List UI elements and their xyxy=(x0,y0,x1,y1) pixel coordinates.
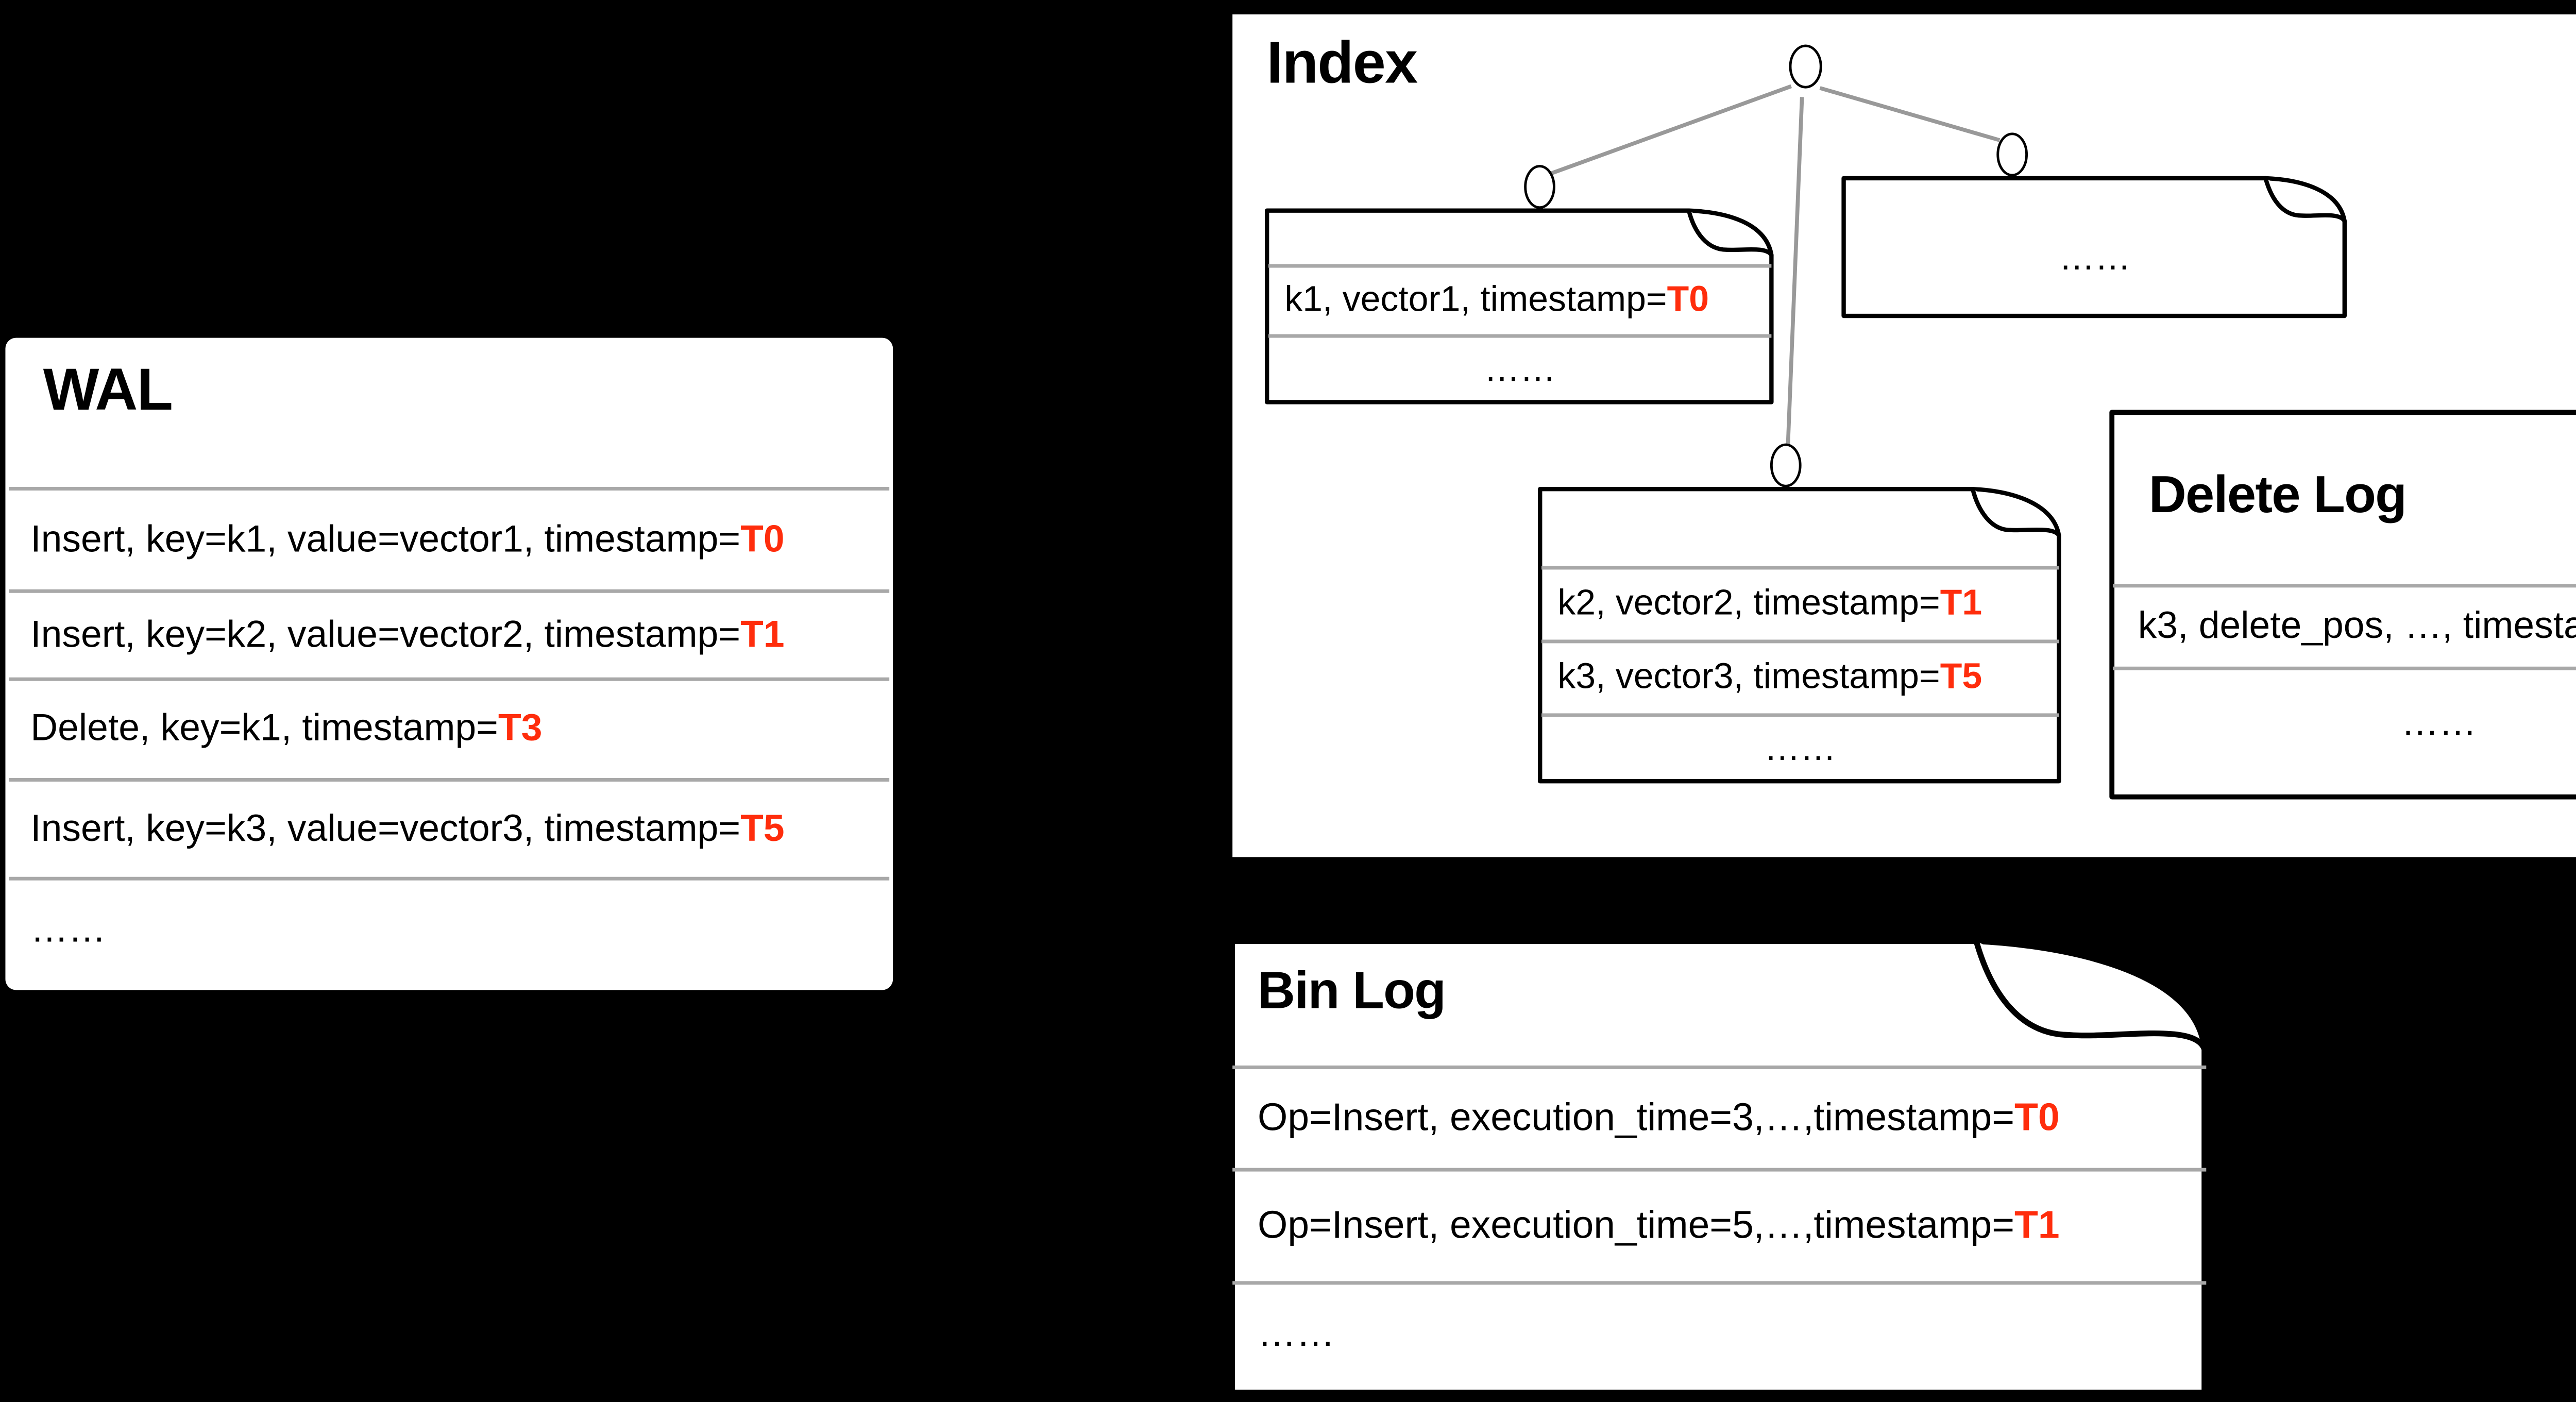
row-divider xyxy=(9,778,890,783)
row-divider xyxy=(1268,334,1772,339)
timestamp-value: T3 xyxy=(498,707,543,750)
tree-node xyxy=(1770,443,1802,487)
segment-entry-text: k3, vector3, timestamp= xyxy=(1557,657,1940,698)
row-divider xyxy=(9,589,890,594)
segment-entry-ellipsis: …… xyxy=(1538,717,2062,783)
timestamp-value: T0 xyxy=(740,518,785,560)
ellipsis-text: …… xyxy=(2401,702,2477,744)
row-divider xyxy=(9,487,890,492)
segment-doc-content: k1, vector1, timestamp=T0 …… xyxy=(1265,209,1775,404)
document-outline xyxy=(1841,176,2347,318)
bin-log-entry-ellipsis: …… xyxy=(1229,1285,2210,1383)
wal-log-entry: Delete, key=k1, timestamp=T3 xyxy=(5,681,893,778)
segment-entry-text: k2, vector2, timestamp= xyxy=(1557,584,1940,624)
ellipsis-text: …… xyxy=(1484,350,1556,390)
delete-log-title: Delete Log xyxy=(2148,467,2407,525)
bin-log-entry: Op=Insert, execution_time=3,…,timestamp=… xyxy=(1229,1069,2210,1168)
index-title: Index xyxy=(1266,28,1418,95)
document-outline xyxy=(2109,410,2576,800)
row-divider xyxy=(1541,713,2059,718)
timestamp-value: T0 xyxy=(1667,280,1709,320)
tree-edge xyxy=(1785,97,1804,453)
timestamp-value: T1 xyxy=(1940,584,1982,624)
index-segment-doc-3: k2, vector2, timestamp=T1 k3, vector3, t… xyxy=(1538,487,2062,784)
segment-doc-content: …… xyxy=(1841,176,2348,318)
delete-log-doc: Delete Log k3, delete_pos, …, timestamp=… xyxy=(2109,410,2576,800)
wal-log-entry: Insert, key=k3, value=vector3, timestamp… xyxy=(5,782,893,877)
row-divider xyxy=(1541,639,2059,644)
wal-panel: WAL Insert, key=k1, value=vector1, times… xyxy=(5,337,893,990)
wal-entry-text: Insert, key=k2, value=vector2, timestamp… xyxy=(30,613,741,655)
timestamp-value: T1 xyxy=(2014,1204,2060,1247)
document-outline xyxy=(1229,938,2208,1396)
row-divider xyxy=(1232,1281,2207,1286)
index-panel: Index k1, vector1, timestamp=T0 xyxy=(1232,14,2576,857)
document-outline xyxy=(1538,487,2061,784)
ellipsis-text: …… xyxy=(1258,1311,1335,1355)
index-segment-doc-2: …… xyxy=(1841,176,2348,318)
index-segment-doc-1: k1, vector1, timestamp=T0 …… xyxy=(1264,208,1775,404)
wal-entry-text: Insert, key=k1, value=vector1, timestamp… xyxy=(30,518,741,560)
ellipsis-text: …… xyxy=(30,908,106,950)
wal-entry-text: Insert, key=k3, value=vector3, timestamp… xyxy=(30,807,741,849)
segment-entry: k3, vector3, timestamp=T5 xyxy=(1538,643,2062,713)
row-divider xyxy=(2112,666,2576,671)
page-shape xyxy=(1229,938,2208,1396)
row-divider xyxy=(9,677,890,682)
page-shape xyxy=(2109,410,2576,800)
tree-edge xyxy=(1819,86,2001,142)
tree-edge xyxy=(1548,84,1792,176)
timestamp-value: T5 xyxy=(1940,657,1982,698)
segment-entry: k1, vector1, timestamp=T0 xyxy=(1265,268,1775,334)
index-tree xyxy=(1524,44,2028,487)
bin-entry-text: Op=Insert, execution_time=3,…,timestamp= xyxy=(1258,1096,2015,1139)
wal-title: WAL xyxy=(43,356,173,423)
ellipsis-text: …… xyxy=(2059,239,2131,279)
row-divider xyxy=(9,876,890,882)
row-divider xyxy=(1232,1065,2207,1070)
bin-log-doc: Bin Log Op=Insert, execution_time=3,…,ti… xyxy=(1229,938,2210,1396)
timestamp-value: T5 xyxy=(740,807,785,849)
wal-log-entry-ellipsis: …… xyxy=(5,881,893,979)
segment-entry: k2, vector2, timestamp=T1 xyxy=(1538,569,2062,639)
row-divider xyxy=(1268,264,1772,268)
row-divider xyxy=(1232,1168,2207,1173)
bin-log-content: Bin Log Op=Insert, execution_time=3,…,ti… xyxy=(1229,938,2210,1396)
ellipsis-text: …… xyxy=(1764,729,1836,769)
tree-node xyxy=(1524,165,1555,209)
delete-log-content: Delete Log k3, delete_pos, …, timestamp=… xyxy=(2109,410,2576,800)
segment-entry-ellipsis: …… xyxy=(1841,201,2348,318)
delete-log-entry: k3, delete_pos, …, timestamp=T3 xyxy=(2109,587,2576,666)
segment-entry-text: k1, vector1, timestamp= xyxy=(1284,280,1667,320)
timestamp-value: T1 xyxy=(740,613,785,655)
wal-log-entry: Insert, key=k2, value=vector2, timestamp… xyxy=(5,593,893,678)
wal-entry-text: Delete, key=k1, timestamp= xyxy=(30,707,498,750)
folded-corner xyxy=(1686,208,1774,258)
tree-root-node xyxy=(1789,44,1822,89)
wal-log-entry: Insert, key=k1, value=vector1, timestamp… xyxy=(5,491,893,589)
segment-doc-content: k2, vector2, timestamp=T1 k3, vector3, t… xyxy=(1538,487,2062,783)
document-outline xyxy=(1264,208,1774,404)
delete-log-entry-ellipsis: …… xyxy=(2109,670,2576,778)
row-divider xyxy=(1541,566,2059,570)
segment-entry-ellipsis: …… xyxy=(1265,338,1775,404)
timestamp-value: T0 xyxy=(2014,1096,2060,1139)
delete-entry-text: k3, delete_pos, …, timestamp= xyxy=(2138,605,2576,647)
bin-entry-text: Op=Insert, execution_time=5,…,timestamp= xyxy=(1258,1204,2015,1247)
tree-node xyxy=(1996,132,2028,177)
row-divider xyxy=(2112,584,2576,588)
bin-log-title: Bin Log xyxy=(1258,963,1446,1021)
bin-log-entry: Op=Insert, execution_time=5,…,timestamp=… xyxy=(1229,1172,2210,1281)
